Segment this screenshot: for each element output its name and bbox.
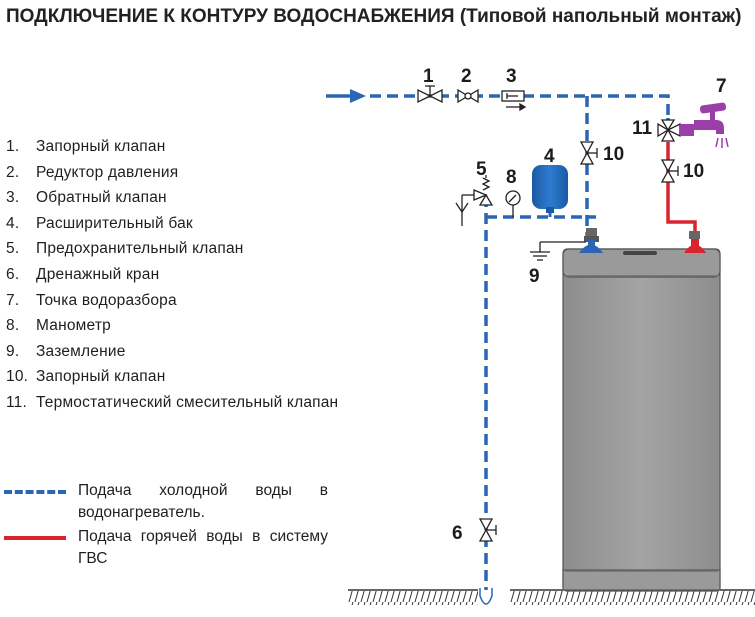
cold-inlet-fitting [579, 228, 603, 253]
drain-valve-icon [478, 518, 497, 542]
legend-item: 5. Предохранительный клапан [6, 236, 338, 262]
legend-item: 1. Запорный клапан [6, 134, 338, 160]
label-8: 8 [506, 167, 517, 188]
legend-text: Обратный клапан [36, 189, 167, 207]
legend-text: Редуктор давления [36, 163, 179, 181]
shutoff-valve-icon [417, 85, 443, 104]
water-heater [562, 248, 721, 592]
legend-number: 8. [6, 317, 20, 335]
legend-number: 6. [6, 265, 20, 283]
floor [348, 589, 755, 605]
label-2: 2 [461, 66, 472, 87]
legend-number: 9. [6, 342, 20, 360]
legend-number: 7. [6, 291, 20, 309]
hot-line-sample [4, 536, 66, 540]
shutoff-valve-icon [579, 141, 598, 165]
legend-text: Расширительный бак [36, 214, 193, 232]
label-10: 10 [683, 161, 704, 182]
component-legend: 1. Запорный клапан 2. Редуктор давления 3.… [6, 134, 338, 416]
hot-outlet-fitting [684, 231, 706, 253]
cold-water-key-label: Подача холодной воды в водонагреватель. [78, 482, 328, 521]
water-tap-icon [680, 102, 729, 148]
thermostatic-mixing-valve-icon [657, 119, 681, 142]
cold-line-sample [4, 490, 66, 494]
hot-water-pipe [666, 142, 697, 235]
legend-text: Заземление [36, 342, 126, 360]
hot-water-key-label: Подача горячей воды в систему ГВС [78, 528, 328, 567]
legend-number: 2. [6, 163, 20, 181]
label-10: 10 [603, 144, 624, 165]
label-6: 6 [452, 523, 463, 544]
inlet-arrow-icon [326, 89, 366, 103]
label-4: 4 [544, 146, 555, 167]
legend-item: 6. Дренажный кран [6, 262, 338, 288]
legend-text: Запорный клапан [36, 138, 166, 155]
page-title: ПОДКЛЮЧЕНИЕ К КОНТУРУ ВОДОСНАБЖЕНИЯ (Тип… [6, 6, 742, 27]
legend-item: 7. Точка водоразбора [6, 288, 338, 314]
legend-item: 3. Обратный клапан [6, 185, 338, 211]
legend-number: 10. [6, 368, 29, 386]
label-11: 11 [632, 118, 653, 139]
drain-outlet-icon [479, 588, 493, 605]
legend-number: 5. [6, 240, 20, 258]
legend-number: 4. [6, 214, 20, 232]
legend-item: 8. Манометр [6, 313, 338, 339]
label-1: 1 [423, 66, 434, 87]
shutoff-valve-icon [660, 159, 679, 183]
pressure-reducer-icon [457, 88, 479, 104]
legend-item: 11. Термостатический смесительный клапан [6, 390, 338, 416]
legend-text: Предохранительный клапан [36, 240, 244, 258]
safety-valve-icon [455, 175, 494, 226]
legend-item: 10. Запорный клапан [6, 364, 338, 390]
label-3: 3 [506, 66, 517, 87]
legend-item: 2. Редуктор давления [6, 160, 338, 186]
legend-number: 11. [6, 393, 27, 411]
check-valve-icon [501, 90, 527, 112]
label-7: 7 [716, 76, 727, 97]
pressure-gauge-icon [505, 190, 521, 217]
legend-number: 3. [6, 189, 20, 207]
legend-number: 1. [6, 138, 20, 155]
legend-item: 9. Заземление [6, 339, 338, 365]
legend-text: Дренажный кран [36, 265, 160, 283]
legend-text: Термостатический смесительный клапан [36, 393, 339, 411]
legend-text: Точка водоразбора [36, 291, 177, 309]
label-9: 9 [529, 266, 540, 287]
legend-text: Манометр [36, 317, 111, 335]
ground-icon [530, 241, 586, 261]
label-5: 5 [476, 159, 487, 180]
expansion-tank-icon [532, 165, 568, 217]
legend-text: Запорный клапан [36, 368, 166, 386]
legend-item: 4. Расширительный бак [6, 211, 338, 237]
